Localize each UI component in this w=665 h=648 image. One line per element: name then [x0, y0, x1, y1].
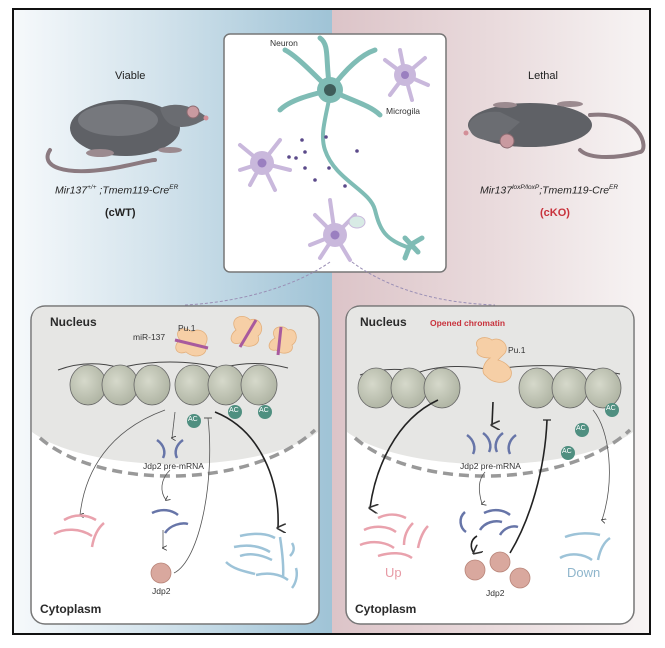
microglia-nucleus	[401, 71, 409, 79]
cko-nucleus-label: Nucleus	[360, 315, 407, 329]
cwt-mir137-label: miR-137	[133, 332, 166, 342]
cko-ac-label: AC	[606, 405, 616, 412]
cko-ac-label: AC	[562, 448, 572, 455]
up-label: Up	[385, 565, 402, 580]
microglia-label: Microgila	[386, 106, 421, 116]
microglia-icon-left	[238, 138, 292, 192]
cko-tag: (cKO)	[540, 207, 570, 219]
cko-acetyl-marks	[561, 403, 619, 460]
cwt-nucleosomes	[69, 364, 278, 406]
genotype-driver-sup: ER	[169, 184, 179, 191]
cwt-ac-label: AC	[229, 407, 239, 414]
viable-label: Viable	[115, 70, 146, 82]
cwt-pink-mrna	[53, 514, 105, 548]
cko-pu1-label: Pu.1	[508, 345, 526, 355]
cko-jdp2-protein-icons	[464, 551, 531, 589]
genotype-gene: Mir137	[55, 184, 88, 197]
opened-chromatin-label: Opened chromatin	[430, 318, 506, 328]
cwt-ac-label: AC	[259, 407, 269, 414]
cko-jdp2-label: Jdp2	[486, 588, 505, 598]
cwt-ac-label: AC	[188, 416, 198, 423]
cko-pu1-protein	[476, 337, 512, 383]
microglia-icon-top-right	[383, 48, 430, 102]
down-label: Down	[567, 565, 601, 580]
genotype-gene: Mir137	[480, 184, 513, 197]
neuron-nucleus	[324, 84, 336, 96]
viable-mouse-icon	[45, 100, 209, 174]
genotype-allele: +/+	[87, 184, 97, 191]
cwt-premrna-icon	[156, 438, 184, 459]
cko-dna-strand	[359, 365, 621, 376]
genotype-driver: ;Tmem119-Cre	[539, 184, 610, 197]
phagosome	[348, 215, 366, 229]
microglia-icon-bottom	[308, 198, 357, 262]
cko-premrna-label: Jdp2 pre-mRNA	[460, 461, 521, 471]
cko-genotype: Mir137loxP/loxP;Tmem119-CreER	[480, 184, 618, 197]
cwt-blue-mrna	[225, 532, 299, 589]
genotype-driver: ;Tmem119-Cre	[96, 184, 170, 197]
cko-premrna-icon	[466, 431, 517, 455]
cko-mrna-icon	[459, 508, 519, 536]
lethal-mouse-icon	[463, 101, 646, 159]
cwt-cytoplasm-label: Cytoplasm	[40, 602, 102, 616]
cko-up-mrna	[359, 513, 429, 560]
cko-nucleus-region	[347, 307, 633, 465]
cwt-tag: (cWT)	[105, 207, 136, 219]
genotype-allele: loxP/loxP	[512, 184, 540, 191]
cwt-arrows	[80, 409, 278, 574]
microglia-nucleus	[330, 230, 340, 240]
cko-down-mrna	[559, 532, 611, 562]
cko-ac-label: AC	[576, 425, 586, 432]
cwt-genotype: Mir137+/+ ;Tmem119-CreER	[55, 184, 178, 197]
cwt-nuclear-envelope	[38, 428, 317, 478]
secreted-vesicles	[287, 135, 359, 188]
cwt-premrna-label: Jdp2 pre-mRNA	[143, 461, 204, 471]
cwt-acetyl-marks	[187, 405, 272, 428]
neuron-label: Neuron	[270, 38, 298, 48]
zoom-line-right	[351, 261, 496, 306]
cwt-dna-strand	[57, 361, 289, 371]
cko-nuclear-envelope	[353, 428, 632, 478]
lethal-label: Lethal	[528, 70, 558, 82]
cwt-nucleus-label: Nucleus	[50, 315, 97, 329]
cwt-jdp2-label: Jdp2	[152, 586, 171, 596]
cko-cytoplasm-label: Cytoplasm	[355, 602, 417, 616]
cwt-pu1-label: Pu.1	[178, 323, 196, 333]
cwt-mir137-strands	[174, 319, 283, 356]
cwt-mrna-icon	[151, 508, 189, 534]
microglia-nucleus	[257, 158, 267, 168]
cko-arrows	[370, 399, 610, 553]
cwt-jdp2-protein-icon	[150, 562, 172, 584]
genotype-driver-sup: ER	[609, 184, 619, 191]
zoom-line-left	[184, 261, 331, 306]
cko-nucleosomes	[357, 367, 622, 409]
